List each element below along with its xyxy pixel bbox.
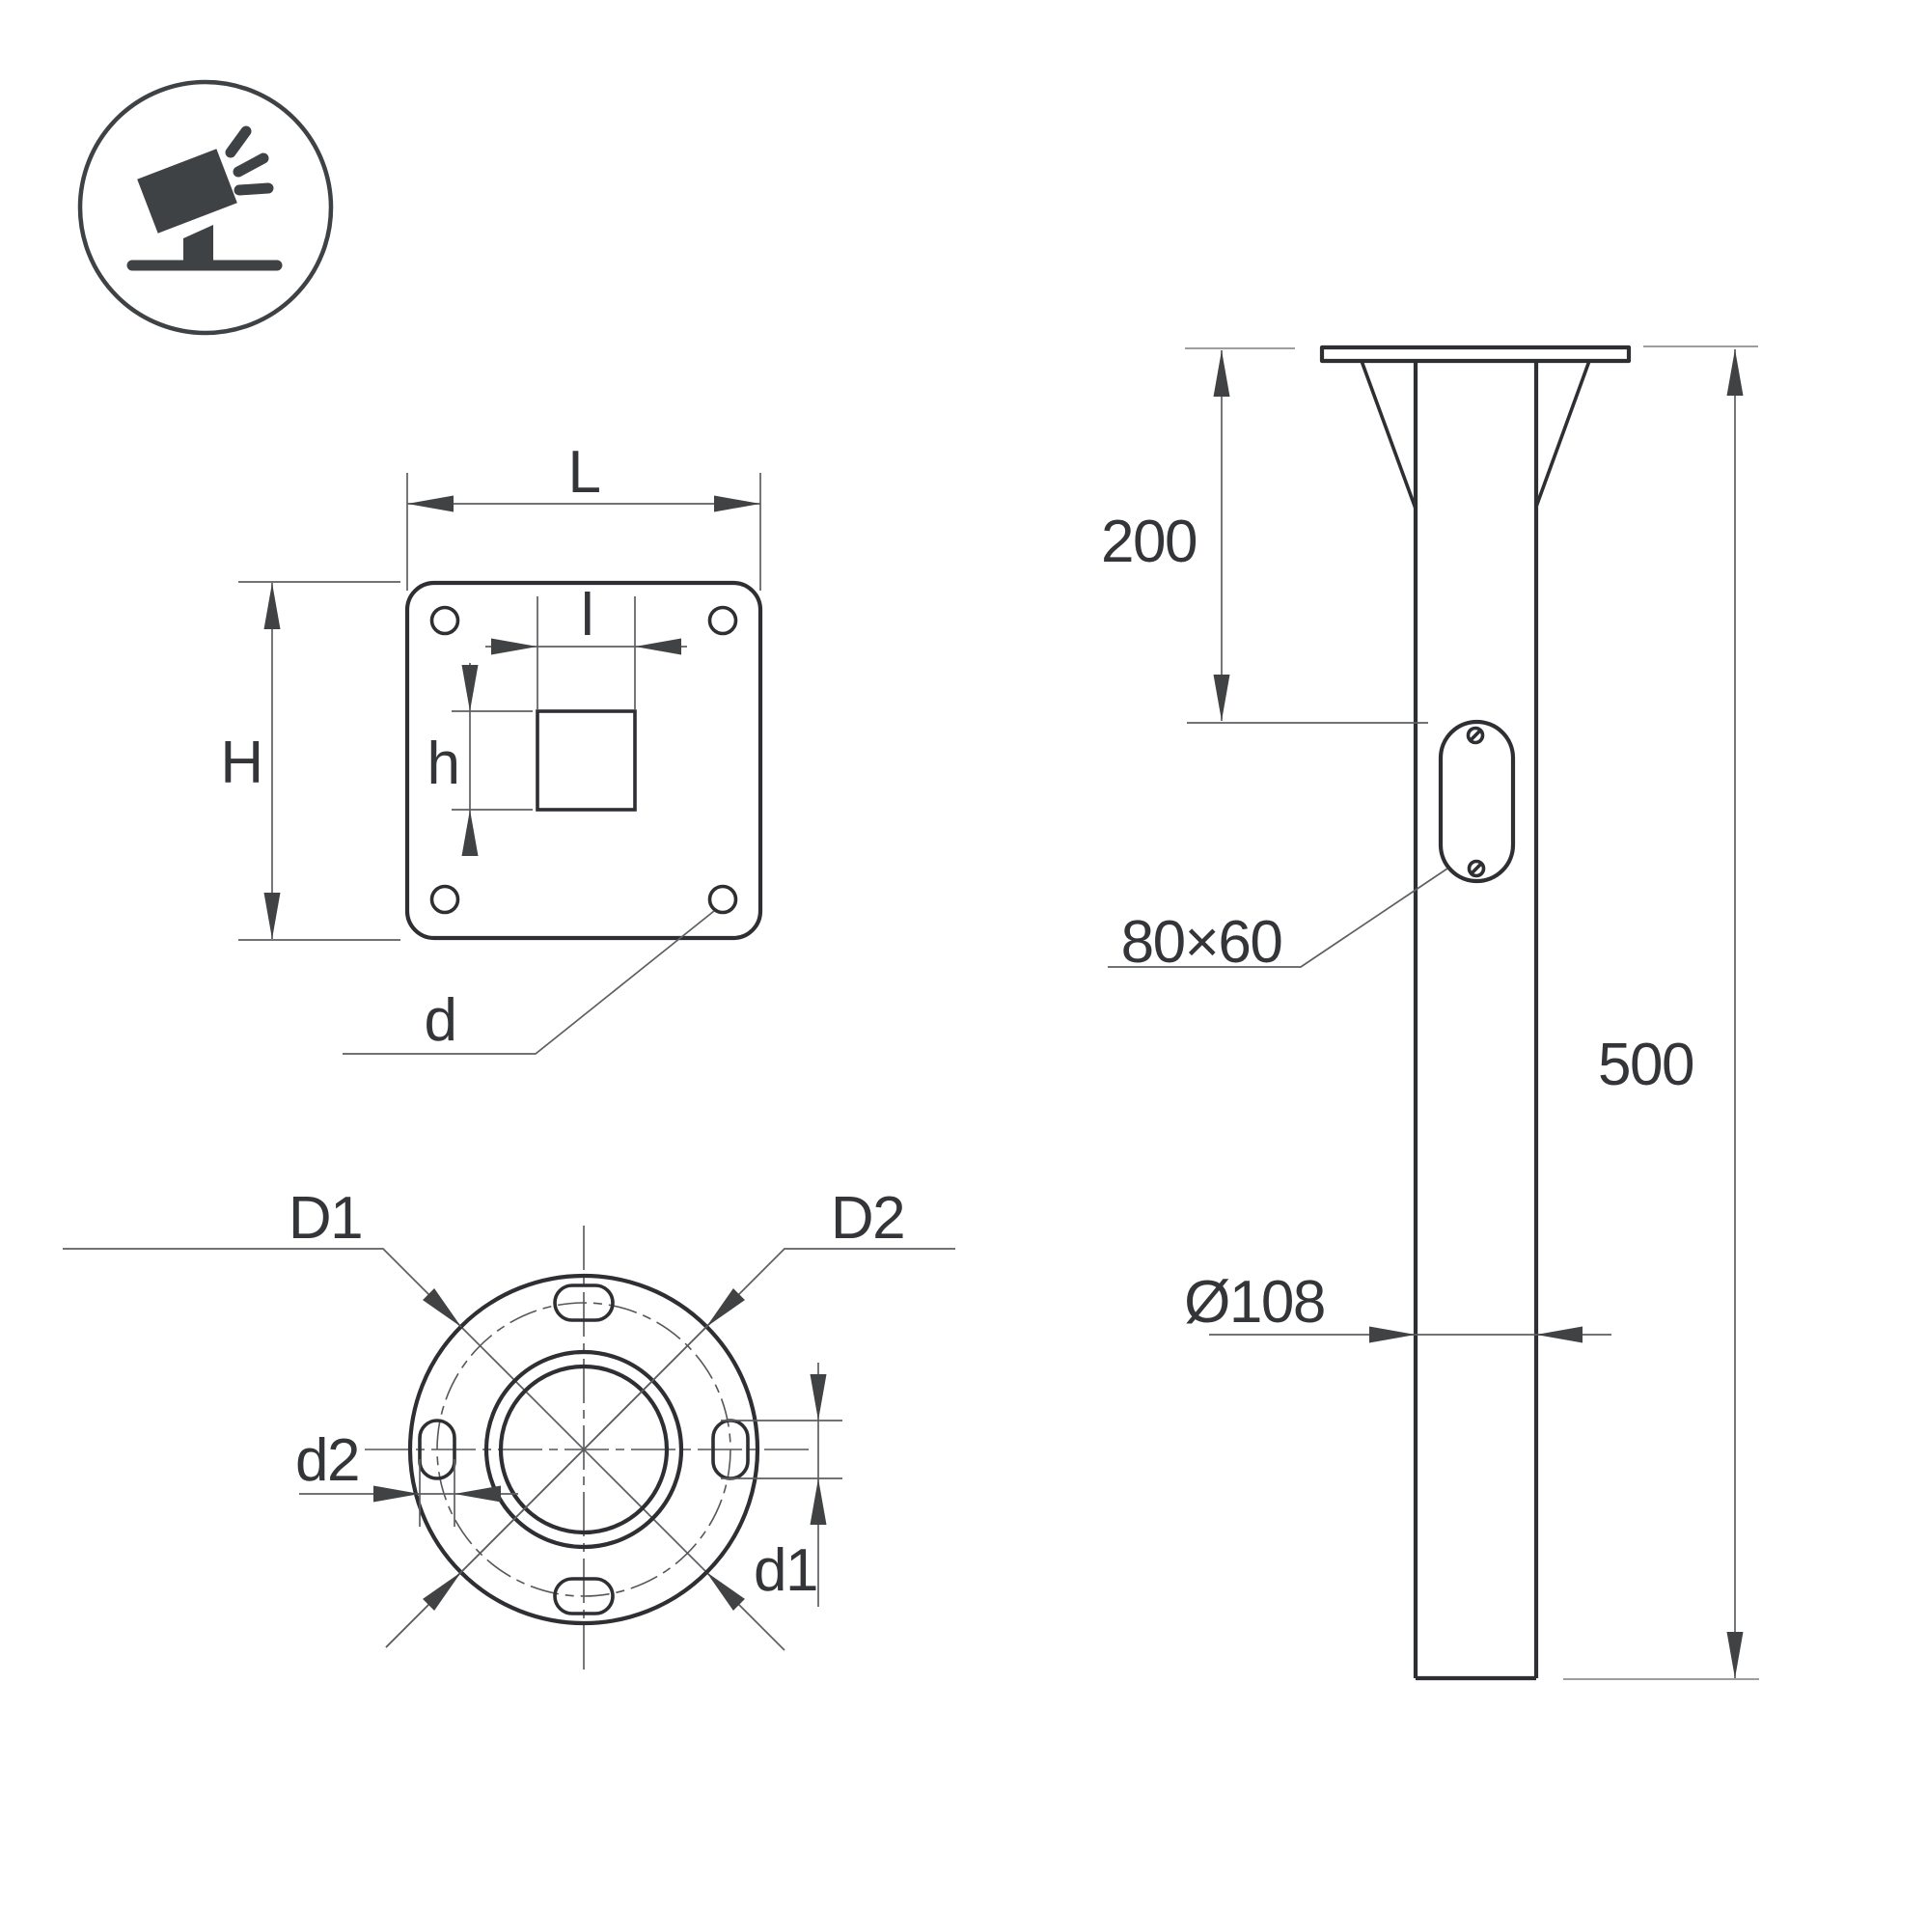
tube-outer-circle (483, 1349, 684, 1550)
bolt-hole-bottom-left (429, 884, 460, 915)
flange-bottom-view: D1 D2 d2 d1 (63, 1185, 955, 1670)
flange-plate-outline (404, 580, 763, 941)
dim-label-d2: d2 (295, 1427, 359, 1494)
dim-label-h: h (427, 731, 459, 797)
dim-label-D1: D1 (289, 1185, 362, 1252)
light-ray-3 (234, 182, 274, 196)
dim-label-dia108: Ø108 (1184, 1269, 1325, 1336)
slot-top (553, 1283, 615, 1322)
screw-top (1466, 726, 1485, 745)
gusset-right (1534, 360, 1591, 508)
slot-left (418, 1419, 456, 1480)
dim-label-D2: D2 (831, 1185, 904, 1252)
tube-inner-circle (498, 1364, 670, 1535)
center-square-hole (536, 709, 637, 812)
screw-bottom (1467, 859, 1486, 878)
slot-bottom (553, 1577, 615, 1615)
dim-label-H: H (220, 730, 262, 796)
dim-label-d: d (425, 987, 456, 1054)
dim-label-80x60: 80×60 (1121, 909, 1282, 976)
floodlight-icon (77, 79, 334, 336)
bolt-hole-top-left (429, 605, 460, 636)
outer-circle (407, 1273, 760, 1626)
bolt-hole-bottom-right (707, 884, 738, 915)
dim-label-200: 200 (1101, 509, 1197, 575)
flange-plate-side (1319, 345, 1632, 364)
dim-label-d1: d1 (754, 1537, 817, 1604)
light-ray-1 (225, 125, 252, 158)
access-hole-cover (1438, 719, 1516, 884)
light-ray-2 (233, 152, 269, 178)
dim-label-500: 500 (1598, 1032, 1693, 1098)
bolt-hole-top-right (707, 605, 738, 636)
gusset-left (1360, 360, 1418, 510)
bolt-circle (436, 1302, 731, 1597)
flange-top-view: L H l h d (220, 439, 763, 1055)
dim-label-L: L (568, 439, 600, 506)
pole-side-view: 200 500 Ø108 80×60 (1101, 345, 1759, 1681)
dim-label-l: l (581, 582, 592, 649)
